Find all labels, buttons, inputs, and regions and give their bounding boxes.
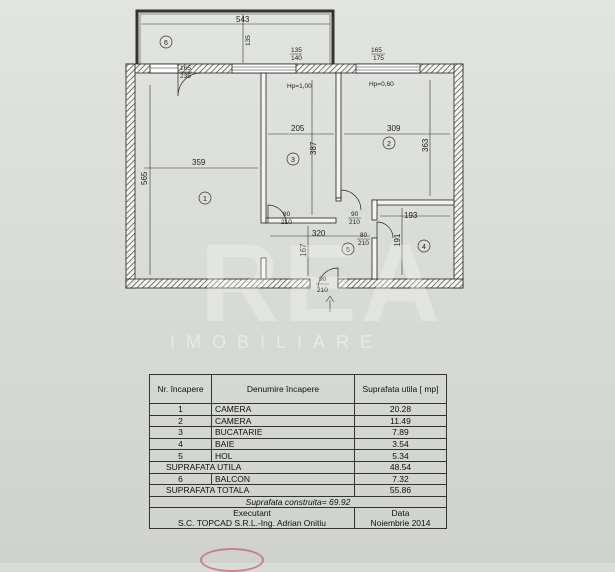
cell-area: 7.89	[354, 426, 447, 439]
dim-window-left-w: 165	[180, 65, 191, 72]
stamp-mark	[200, 548, 264, 572]
dim-window-1-w: 135	[291, 47, 302, 54]
room-label-5: 5	[346, 247, 350, 254]
table-row: 1 CAMERA 20.28	[149, 403, 447, 416]
table-row: 3 BUCATARIE 7.89	[149, 426, 447, 439]
dim-entry-w: 90	[319, 276, 327, 283]
cell-name: BAIE	[211, 437, 355, 451]
table-row: 5 HOL 5.34	[149, 449, 447, 462]
executant-name: S.C. TOPCAD S.R.L.-Ing. Adrian Onitiu	[177, 518, 327, 529]
cell-area: 3.54	[354, 437, 447, 451]
cell-name: HOL	[211, 449, 355, 462]
cell-area: 11.49	[354, 414, 447, 428]
cell-num: 1	[149, 403, 212, 416]
dim-door-b-w: 90	[351, 211, 359, 218]
dim-hall-h: 167	[299, 243, 308, 257]
cell-area: 20.28	[354, 403, 447, 416]
room-label-1: 1	[203, 196, 207, 203]
cell-num: 4	[149, 437, 212, 451]
room-label-3: 3	[291, 157, 295, 164]
dim-entry-h: 210	[317, 287, 328, 294]
dim-room2-h: 363	[421, 138, 430, 152]
header-area: Suprafata utila [ mp]	[354, 374, 447, 404]
built-area-text: Suprafata construita= 69.92	[149, 495, 447, 509]
balcony-row: 6 BALCON 7.32	[149, 472, 447, 486]
dim-hp-2: Hp=0,60	[369, 81, 394, 88]
total-area-value: 55.86	[354, 484, 447, 497]
cell-num: 5	[149, 449, 212, 462]
dim-room2-w: 309	[387, 124, 401, 133]
cell-num: 3	[149, 426, 212, 439]
cell-name: BUCATARIE	[211, 426, 355, 439]
dim-door-b-h: 210	[349, 219, 360, 226]
dim-room1-h: 565	[140, 171, 149, 185]
area-table: Nr. încapere Denumire încapere Suprafata…	[149, 374, 447, 530]
executant-cell: Executant S.C. TOPCAD S.R.L.-Ing. Adrian…	[149, 507, 355, 530]
cell-num: 6	[149, 472, 212, 486]
executant-row: Executant S.C. TOPCAD S.R.L.-Ing. Adrian…	[149, 507, 447, 530]
dim-door-a-h: 210	[281, 219, 292, 226]
cell-area: 5.34	[354, 449, 447, 462]
outer-walls	[125, 63, 464, 289]
header-name: Denumire încapere	[211, 374, 355, 404]
dim-room3-h: 387	[309, 141, 318, 155]
dim-door-c-h: 210	[358, 240, 369, 247]
dim-balcony-w: 543	[236, 15, 250, 24]
dim-room4-h: 191	[393, 233, 402, 247]
interior-walls	[260, 72, 455, 280]
dim-door-a-w: 80	[283, 211, 291, 218]
total-area-label: SUPRAFATA TOTALA	[149, 484, 355, 497]
room-label-4: 4	[422, 244, 426, 251]
built-area-row: Suprafata construita= 69.92	[149, 495, 447, 509]
dim-room1-w: 359	[192, 158, 206, 167]
cell-name: CAMERA	[211, 403, 355, 416]
dim-window-1-h: 140	[291, 55, 302, 62]
cell-name: BALCON	[211, 472, 355, 486]
useful-area-row: SUPRAFATA UTILA 48.54	[149, 460, 447, 474]
cell-area: 7.32	[354, 472, 447, 486]
room-label-6: 6	[164, 40, 168, 47]
executant-label: Executant	[233, 508, 271, 519]
dim-window-2-w: 165	[371, 47, 382, 54]
dim-door-c-w: 80	[360, 232, 368, 239]
dim-room3-w: 205	[291, 124, 305, 133]
table-header: Nr. încapere Denumire încapere Suprafata…	[149, 374, 447, 404]
table-row: 2 CAMERA 11.49	[149, 414, 447, 428]
dim-hp-1: Hp=1,00	[287, 83, 312, 90]
dim-window-2-h: 175	[373, 55, 384, 62]
useful-area-value: 48.54	[354, 460, 447, 474]
cell-num: 2	[149, 414, 212, 428]
dim-room4-w: 193	[404, 211, 418, 220]
date-cell: Data Noiembrie 2014	[354, 507, 447, 530]
date-label: Data	[391, 508, 410, 519]
room-label-2: 2	[387, 141, 391, 148]
room-markers	[159, 35, 431, 256]
door-swings	[177, 72, 394, 289]
useful-area-label: SUPRAFATA UTILA	[149, 460, 355, 474]
table-row: 4 BAIE 3.54	[149, 437, 447, 451]
cell-name: CAMERA	[211, 414, 355, 428]
dim-window-left-h: 235	[180, 73, 191, 80]
dim-hall-w: 320	[312, 229, 326, 238]
entry-arrow-icon	[325, 295, 335, 303]
header-num: Nr. încapere	[149, 374, 212, 404]
dim-balcony-h: 135	[245, 35, 252, 46]
dimension-lines	[144, 80, 450, 312]
date-value: Noiembrie 2014	[370, 518, 431, 529]
total-area-row: SUPRAFATA TOTALA 55.86	[149, 484, 447, 497]
balcony-outline	[135, 9, 335, 69]
